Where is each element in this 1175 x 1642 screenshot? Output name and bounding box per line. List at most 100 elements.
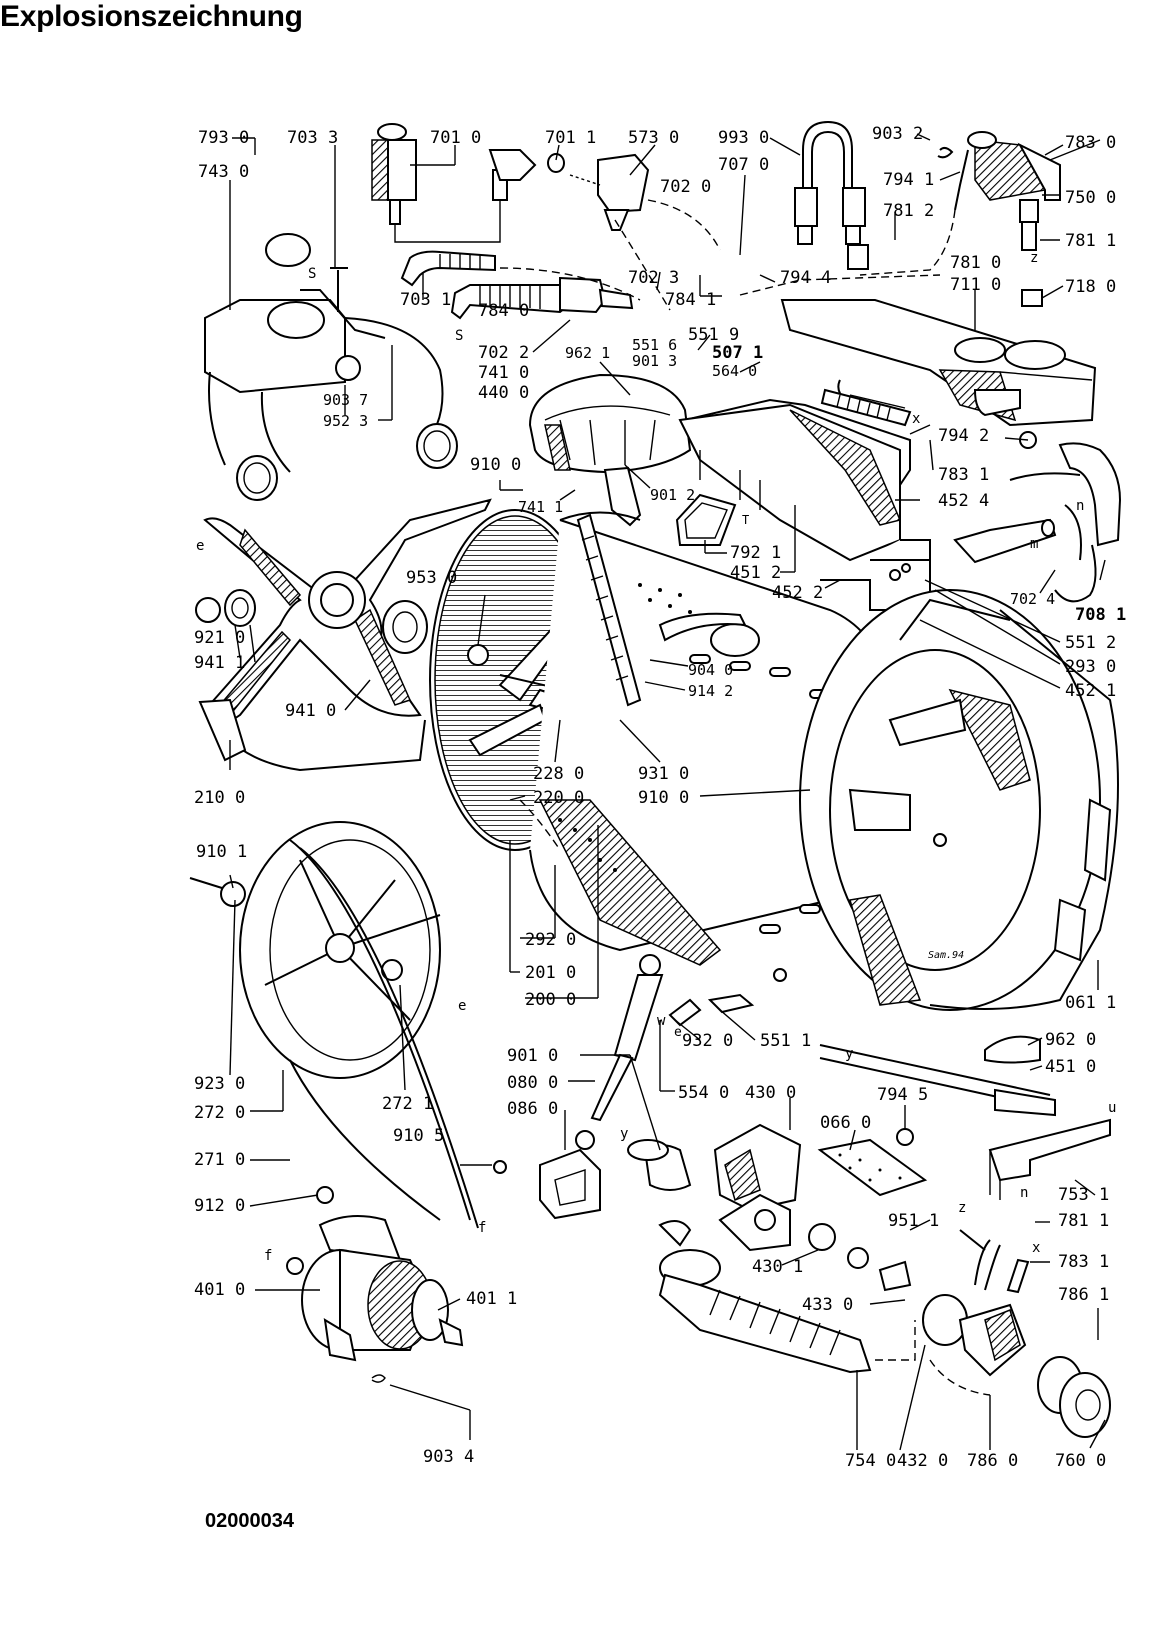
tub-front <box>773 589 1119 1011</box>
callout-7600: 760 0 <box>1055 1451 1106 1471</box>
callout-9210: 921 0 <box>194 628 245 648</box>
callout-4522: 452 2 <box>772 583 823 603</box>
tub-back-cross <box>195 498 492 772</box>
callout-7033: 703 3 <box>287 128 338 148</box>
callout-2930: 293 0 <box>1065 657 1116 677</box>
callout-2720: 272 0 <box>194 1103 245 1123</box>
callout-7841: 784 1 <box>665 290 716 310</box>
callout-7531: 753 1 <box>1058 1185 1109 1205</box>
marker-u1: u <box>1108 1100 1116 1116</box>
inlet-chamber <box>528 373 911 562</box>
callout-4301: 430 1 <box>752 1257 803 1277</box>
pressure-hose-u <box>794 120 869 270</box>
callout-7500: 750 0 <box>1065 188 1116 208</box>
callout-0800: 080 0 <box>507 1073 558 1093</box>
callout-7811: 781 1 <box>1065 231 1116 251</box>
callout-9034: 903 4 <box>423 1447 474 1467</box>
callout-7811b: 781 1 <box>1058 1211 1109 1231</box>
callout-7944: 794 4 <box>780 268 831 288</box>
callout-7930: 793 0 <box>198 128 249 148</box>
drive-motor <box>286 1186 464 1383</box>
drain-hose <box>658 1249 916 1374</box>
callout-4512: 451 2 <box>730 563 781 583</box>
leader-lines <box>229 133 1106 1451</box>
callout-7410: 741 0 <box>478 363 529 383</box>
callout-9511: 951 1 <box>888 1211 939 1231</box>
pressure-switch <box>859 131 1101 276</box>
marker-t1: T <box>742 513 749 527</box>
callout-7023: 702 3 <box>628 268 679 288</box>
marker-x2: x <box>1032 1240 1040 1256</box>
drain-pump <box>627 1123 912 1292</box>
callout-5640: 564 0 <box>712 362 757 380</box>
marker-f1: f <box>478 1220 486 1236</box>
connection-markers: S S x z e e e n n m y y w f f z x u T <box>196 250 1116 1264</box>
callout-7941: 794 1 <box>883 170 934 190</box>
callout-9040: 904 0 <box>688 661 733 679</box>
heater-element <box>819 1035 1056 1146</box>
marker-s2: S <box>455 328 463 344</box>
callout-7945: 794 5 <box>877 1085 928 1105</box>
callout-7011: 701 1 <box>545 128 596 148</box>
callout-2010: 201 0 <box>525 963 576 983</box>
callout-9230: 923 0 <box>194 1074 245 1094</box>
dispenser-housing <box>204 233 458 501</box>
callout-7840: 784 0 <box>478 301 529 321</box>
marker-w1: w <box>657 1013 666 1029</box>
callout-2920: 292 0 <box>525 930 576 950</box>
callout-9320: 932 0 <box>682 1031 733 1051</box>
callout-7921: 792 1 <box>730 543 781 563</box>
shock-absorber <box>575 954 755 1150</box>
callout-5512: 551 2 <box>1065 633 1116 653</box>
callout-9105: 910 5 <box>393 1126 444 1146</box>
callout-2200: 220 0 <box>533 788 584 808</box>
callout-9142: 914 2 <box>688 682 733 700</box>
callout-4400: 440 0 <box>478 383 529 403</box>
callout-5511: 551 1 <box>760 1031 811 1051</box>
callout-2280: 228 0 <box>533 764 584 784</box>
callout-labels: 793 0 703 3 701 0 701 1 573 0 993 0 903 … <box>194 124 1126 1471</box>
callout-7860: 786 0 <box>967 1451 1018 1471</box>
marker-z2: z <box>958 1200 966 1216</box>
callout-9100b: 910 0 <box>638 788 689 808</box>
callout-7110: 711 0 <box>950 275 1001 295</box>
seal-gasket <box>675 493 737 546</box>
callout-4330: 433 0 <box>802 1295 853 1315</box>
callout-7861: 786 1 <box>1058 1285 1109 1305</box>
marker-n1: n <box>1076 498 1084 514</box>
callout-7810: 781 0 <box>950 253 1001 273</box>
callout-7812: 781 2 <box>883 201 934 221</box>
callout-2100: 210 0 <box>194 788 245 808</box>
marker-e1: e <box>196 538 204 554</box>
callout-9530: 953 0 <box>406 568 457 588</box>
callout-7831b: 783 1 <box>1058 1252 1109 1272</box>
callout-5071: 507 1 <box>712 343 763 363</box>
marker-e3: e <box>674 1025 682 1040</box>
callout-0860: 086 0 <box>507 1099 558 1119</box>
callout-7180: 718 0 <box>1065 277 1116 297</box>
callout-4010: 401 0 <box>194 1280 245 1300</box>
callout-2000: 200 0 <box>525 990 576 1010</box>
callout-9410: 941 0 <box>285 701 336 721</box>
callout-5519: 551 9 <box>688 325 739 345</box>
callout-0660: 066 0 <box>820 1113 871 1133</box>
callout-4524: 452 4 <box>938 491 989 511</box>
drafter-signature: Sam.94 <box>928 950 964 961</box>
drum-perforation <box>558 583 692 872</box>
callout-9411: 941 1 <box>194 653 245 673</box>
callout-9037: 903 7 <box>323 391 368 409</box>
marker-n2: n <box>1020 1185 1028 1201</box>
callout-9120: 912 0 <box>194 1196 245 1216</box>
callout-9621: 962 1 <box>565 344 610 362</box>
connector-tube <box>820 388 912 427</box>
callout-9930: 993 0 <box>718 128 769 148</box>
callout-9101: 910 1 <box>196 842 247 862</box>
marker-m1: m <box>1030 536 1038 552</box>
callout-7830: 783 0 <box>1065 133 1116 153</box>
callout-7411: 741 1 <box>518 498 563 516</box>
marker-x1: x <box>912 411 920 427</box>
callout-7540: 754 0 <box>845 1451 896 1471</box>
callout-7022: 702 2 <box>478 343 529 363</box>
callout-9012: 901 2 <box>650 486 695 504</box>
callout-9032: 903 2 <box>872 124 923 144</box>
